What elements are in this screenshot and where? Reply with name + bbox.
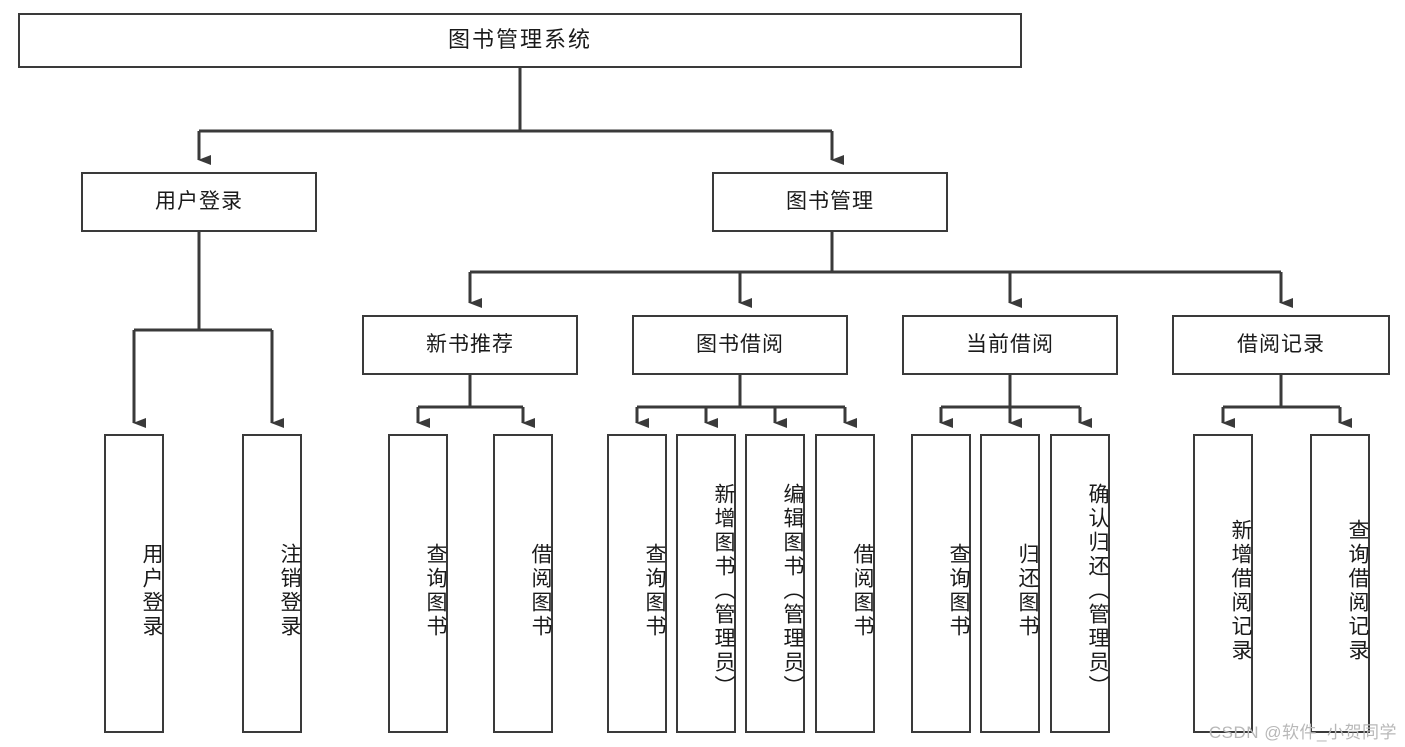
node-leaf-cur-query-book-label: 查询图书 xyxy=(947,542,970,639)
node-new-book-recommend[interactable]: 新书推荐 xyxy=(362,315,578,375)
node-user-login-label: 用户登录 xyxy=(155,190,243,214)
node-leaf-user-login-label: 用户登录 xyxy=(140,542,163,639)
node-leaf-query-borrow-record[interactable]: 查询借阅记录 xyxy=(1310,434,1370,733)
csdn-watermark: CSDN @软件_小贺同学 xyxy=(1208,723,1397,742)
node-current-borrow[interactable]: 当前借阅 xyxy=(902,315,1118,375)
node-leaf-borrow-borrow-book-label: 借阅图书 xyxy=(851,542,874,639)
node-new-book-recommend-label: 新书推荐 xyxy=(426,333,514,357)
node-leaf-logout[interactable]: 注销登录 xyxy=(242,434,302,733)
node-leaf-borrow-query-book[interactable]: 查询图书 xyxy=(607,434,667,733)
node-borrow-record-label: 借阅记录 xyxy=(1237,333,1325,357)
node-leaf-rec-borrow-book-label: 借阅图书 xyxy=(529,542,552,639)
node-leaf-cur-confirm-return-label: 确认归还（管理员） xyxy=(1086,482,1109,699)
node-leaf-borrow-borrow-book[interactable]: 借阅图书 xyxy=(815,434,875,733)
node-leaf-user-login[interactable]: 用户登录 xyxy=(104,434,164,733)
node-leaf-rec-query-book-label: 查询图书 xyxy=(424,542,447,639)
node-leaf-cur-return-book[interactable]: 归还图书 xyxy=(980,434,1040,733)
node-leaf-cur-confirm-return[interactable]: 确认归还（管理员） xyxy=(1050,434,1110,733)
node-leaf-cur-return-book-label: 归还图书 xyxy=(1016,542,1039,639)
node-book-borrow[interactable]: 图书借阅 xyxy=(632,315,848,375)
node-leaf-rec-query-book[interactable]: 查询图书 xyxy=(388,434,448,733)
node-leaf-add-borrow-record[interactable]: 新增借阅记录 xyxy=(1193,434,1253,733)
node-leaf-borrow-edit-book[interactable]: 编辑图书（管理员） xyxy=(745,434,805,733)
node-book-management-label: 图书管理 xyxy=(786,190,874,214)
node-leaf-borrow-add-book-label: 新增图书（管理员） xyxy=(712,482,735,699)
node-leaf-rec-borrow-book[interactable]: 借阅图书 xyxy=(493,434,553,733)
node-current-borrow-label: 当前借阅 xyxy=(966,333,1054,357)
node-leaf-borrow-query-book-label: 查询图书 xyxy=(643,542,666,639)
node-leaf-logout-label: 注销登录 xyxy=(278,542,301,639)
node-root-book-management-system[interactable]: 图书管理系统 xyxy=(18,13,1022,68)
node-user-login[interactable]: 用户登录 xyxy=(81,172,317,232)
node-leaf-borrow-edit-book-label: 编辑图书（管理员） xyxy=(781,482,804,699)
node-book-management[interactable]: 图书管理 xyxy=(712,172,948,232)
node-leaf-query-borrow-record-label: 查询借阅记录 xyxy=(1346,518,1369,663)
node-book-borrow-label: 图书借阅 xyxy=(696,333,784,357)
node-root-label: 图书管理系统 xyxy=(447,27,592,53)
node-leaf-cur-query-book[interactable]: 查询图书 xyxy=(911,434,971,733)
node-borrow-record[interactable]: 借阅记录 xyxy=(1172,315,1390,375)
node-leaf-add-borrow-record-label: 新增借阅记录 xyxy=(1229,518,1252,663)
node-leaf-borrow-add-book[interactable]: 新增图书（管理员） xyxy=(676,434,736,733)
